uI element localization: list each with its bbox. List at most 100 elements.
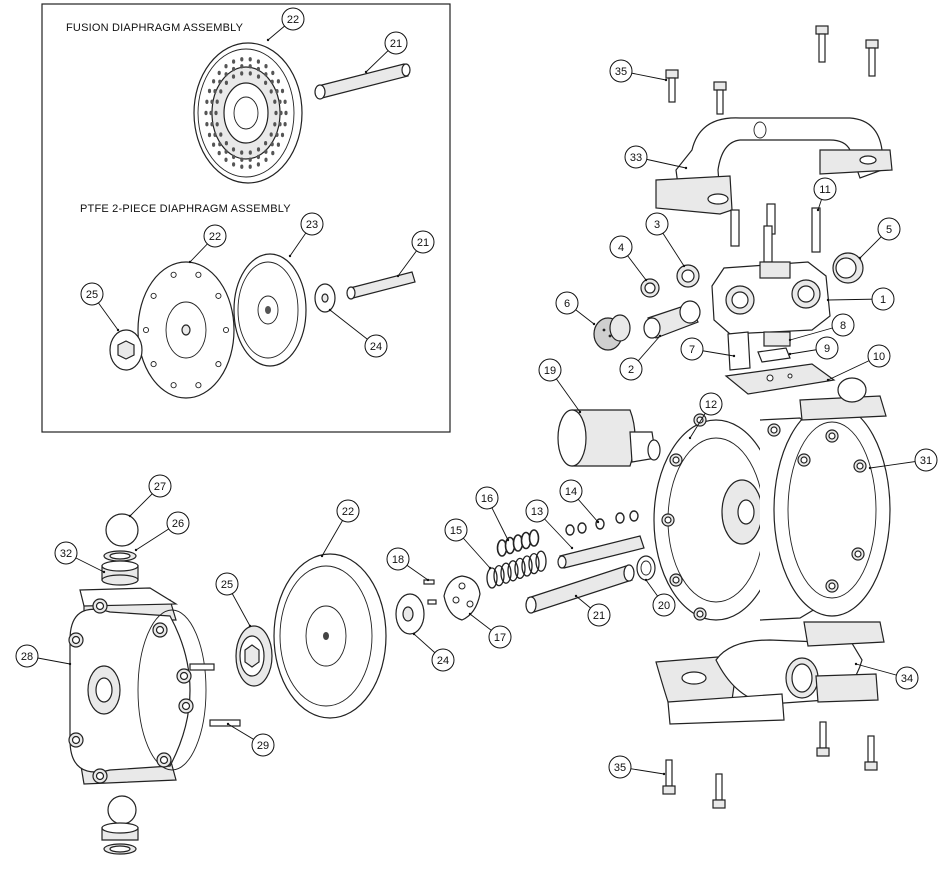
flange-bolt-head: [672, 456, 680, 464]
bottom-bolts: [662, 721, 878, 809]
callout-c28: 28: [15, 644, 39, 668]
callout-bubble: [80, 282, 104, 306]
callout-c25b: 25: [215, 572, 239, 596]
callout-number: 22: [287, 14, 299, 26]
callout-c14: 14: [559, 479, 583, 503]
fusion-rib: [212, 142, 216, 147]
callout-number: 22: [209, 231, 221, 243]
callout-c27: 27: [148, 474, 172, 498]
leader-tip-c21c: [574, 594, 578, 598]
fusion-rib: [218, 142, 222, 147]
fusion-rib: [283, 99, 287, 105]
fusion-rib: [269, 132, 273, 137]
callout-c25a: 25: [80, 282, 104, 306]
outer-plate: [395, 593, 425, 635]
fusion-rib: [284, 110, 288, 116]
end-cap-right: [832, 252, 864, 284]
callout-number: 27: [154, 481, 166, 493]
leader-tip-c23: [288, 254, 292, 258]
callout-c11: 11: [813, 177, 837, 201]
callout-number: 12: [705, 399, 717, 411]
callout-bubble: [608, 755, 632, 779]
callout-bubble: [624, 145, 648, 169]
fusion-rib: [280, 88, 285, 94]
callout-bubble: [871, 287, 895, 311]
fusion-rib: [218, 79, 222, 85]
spacer-4: [640, 278, 660, 298]
callout-bubble: [148, 474, 172, 498]
leader-tip-c6: [592, 322, 596, 326]
leader-tip-c22b: [188, 260, 192, 264]
flange-bolt-head: [828, 432, 836, 440]
callout-c19: 19: [538, 358, 562, 382]
fusion-rib: [204, 110, 208, 116]
retaining-screw: [423, 579, 437, 605]
callout-bubble: [831, 313, 855, 337]
leader-tip-c3: [682, 264, 686, 268]
chamber-bolt-head: [95, 771, 105, 781]
fusion-rib: [275, 132, 279, 137]
callout-bubble: [555, 291, 579, 315]
fusion-rib: [264, 157, 268, 162]
leader-tip-c32: [102, 570, 106, 574]
fusion-rib: [248, 71, 252, 76]
fusion-rib: [256, 154, 260, 160]
callout-bubble: [609, 59, 633, 83]
callout-number: 19: [544, 365, 556, 377]
fusion-rib: [217, 70, 221, 76]
flange-bolt-head: [854, 550, 862, 558]
fusion-rib: [205, 99, 209, 105]
air-valve-screws: [730, 203, 821, 263]
callout-c32: 32: [54, 541, 78, 565]
callout-bubble: [251, 733, 275, 757]
fusion-rib: [212, 79, 216, 84]
bottom-check-ball: [107, 795, 137, 825]
leader-tip-c9: [788, 352, 792, 356]
callout-bubble: [15, 644, 39, 668]
fusion-rib: [264, 63, 268, 69]
fusion-rib: [276, 79, 280, 84]
fusion-rib: [248, 150, 252, 155]
top-seat-oring: [103, 550, 137, 562]
ptfe-shaft: [346, 271, 416, 300]
callout-number: 24: [370, 341, 382, 353]
callout-bubble: [587, 603, 611, 627]
leader-tip-c25b: [248, 624, 252, 628]
fusion-rib: [205, 122, 209, 127]
flange-bolt-head: [770, 426, 778, 434]
flange-bolt-head: [696, 610, 704, 618]
leader-tip-c12: [688, 436, 692, 440]
callout-bubble: [525, 499, 549, 523]
top-manifold: [655, 117, 893, 215]
leader-tip-c20: [644, 578, 648, 582]
fusion-rib: [264, 72, 268, 77]
fusion-rib: [232, 154, 236, 160]
callout-number: 16: [481, 493, 493, 505]
callout-number: 6: [564, 298, 570, 310]
callout-c17: 17: [488, 625, 512, 649]
muffler: [557, 409, 661, 467]
fusion-rib: [224, 80, 228, 86]
leader-tip-c35b: [662, 772, 666, 776]
callout-number: 28: [21, 651, 33, 663]
bolt-hole: [170, 382, 177, 389]
callout-number: 13: [531, 506, 543, 518]
fusion-rib: [256, 74, 261, 79]
fusion-assembly-title: FUSION DIAPHRAGM ASSEMBLY: [66, 22, 244, 34]
callout-c3: 3: [645, 212, 669, 236]
callout-c15: 15: [444, 518, 468, 542]
air-valve-spool: [643, 300, 701, 339]
callout-number: 10: [873, 351, 885, 363]
callout-c22a: 22: [281, 7, 305, 31]
fusion-rib: [231, 74, 236, 79]
callout-bubble: [652, 593, 676, 617]
callout-bubble: [609, 235, 633, 259]
callout-number: 29: [257, 740, 269, 752]
fusion-rib: [217, 150, 221, 156]
fusion-rib: [240, 57, 244, 62]
chamber-bolt-head: [95, 601, 105, 611]
callout-bubble: [877, 217, 901, 241]
leader-tip-c33: [684, 166, 688, 170]
end-cap-left: [593, 314, 631, 351]
callout-c9: 9: [815, 336, 839, 360]
